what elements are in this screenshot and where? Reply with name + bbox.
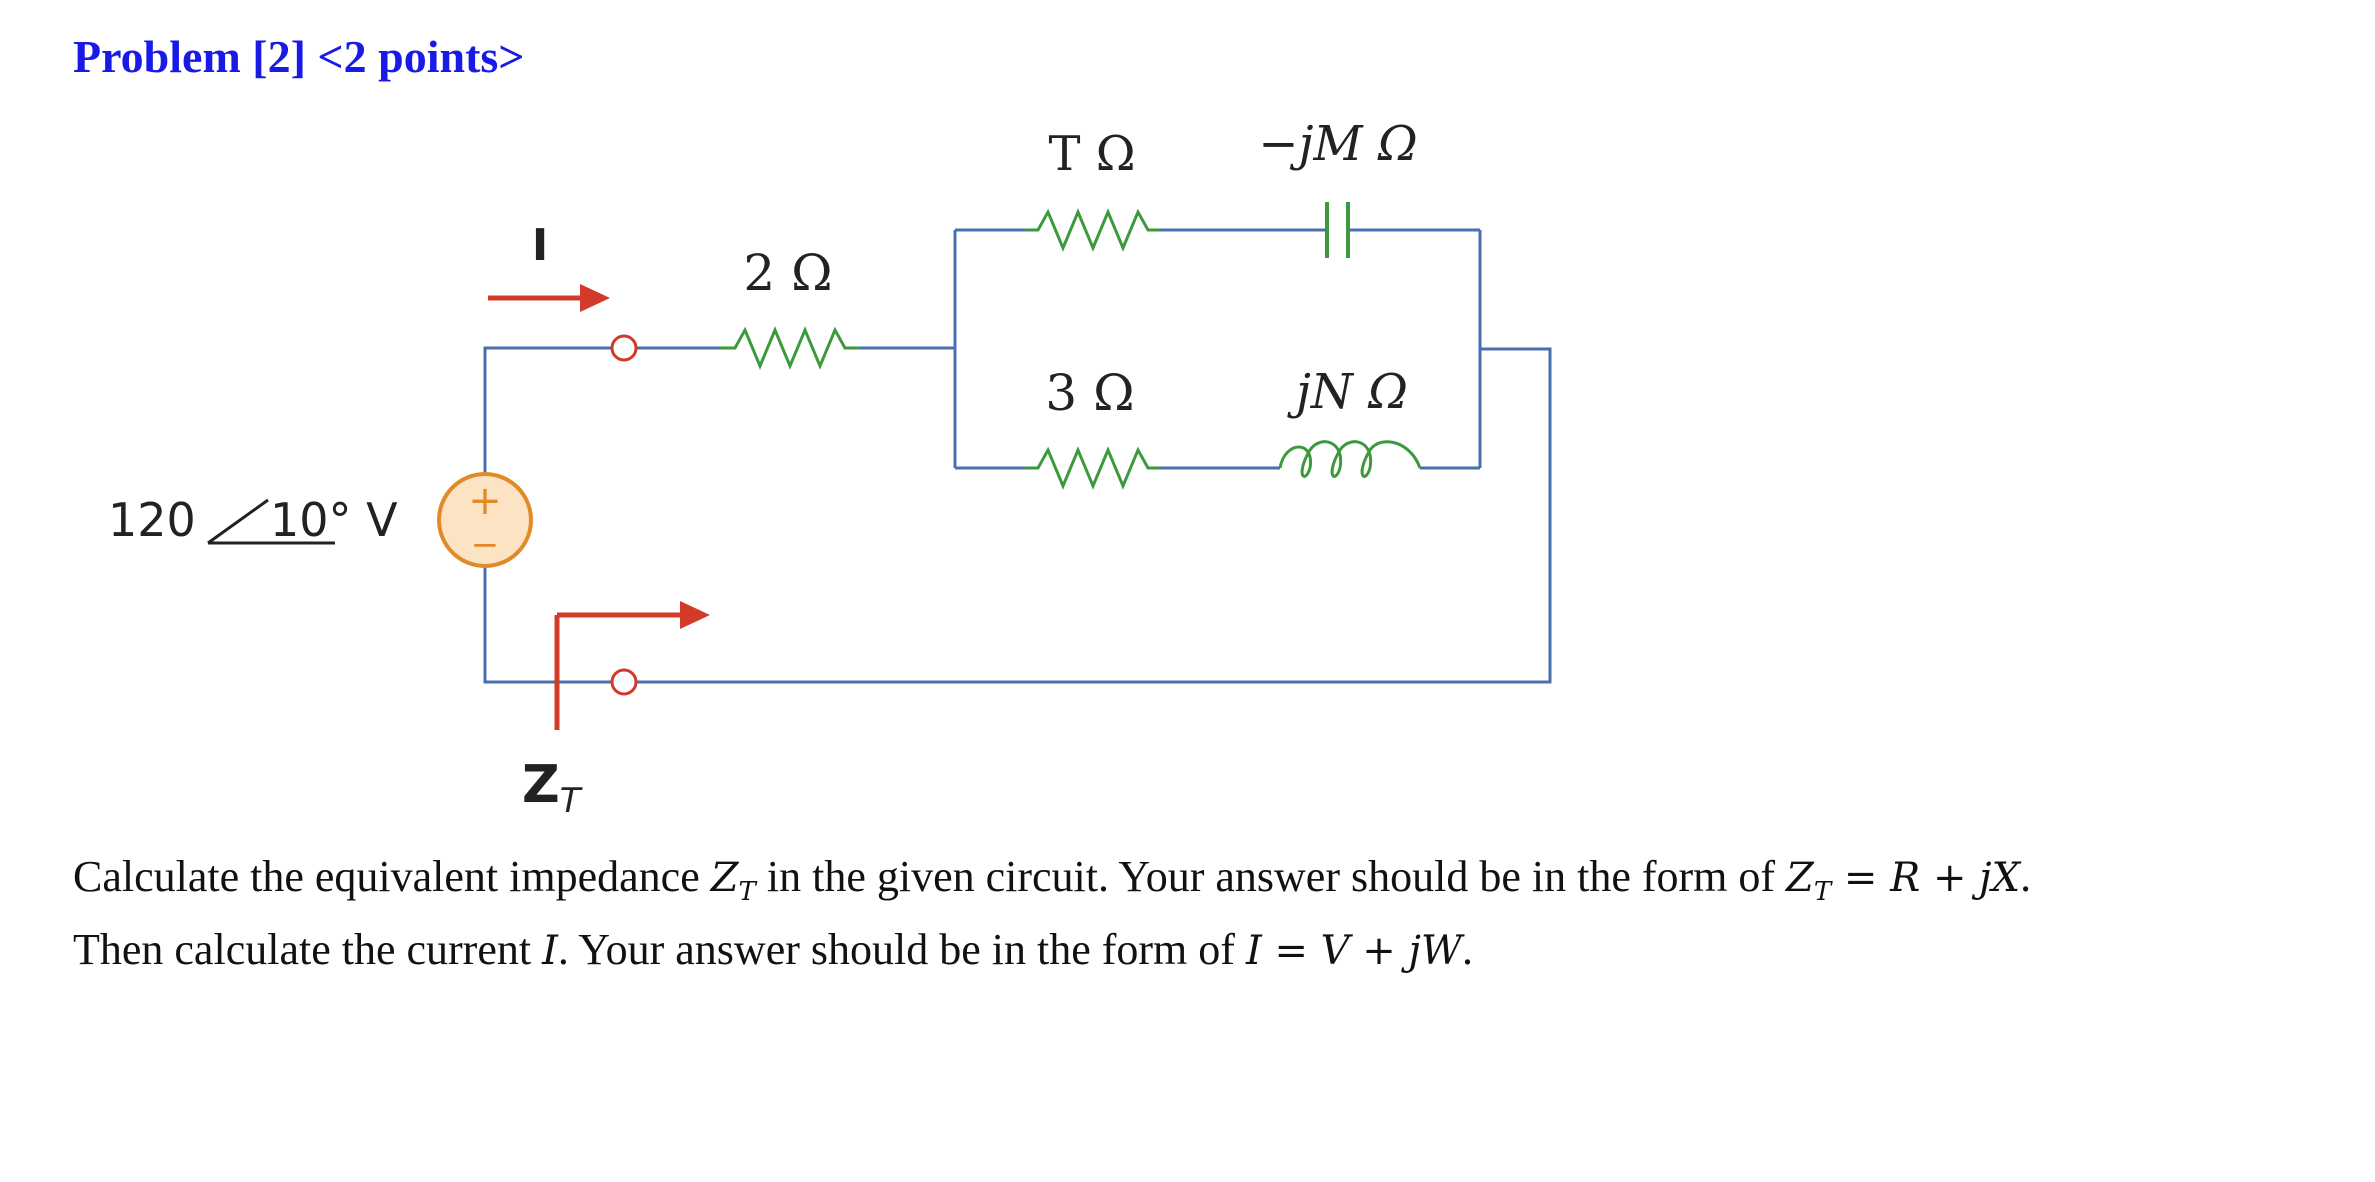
series-resistor-label: 2 Ω xyxy=(743,244,832,302)
capacitor-icon xyxy=(1325,202,1350,258)
bottom-resistor-label: 3 Ω xyxy=(1045,364,1134,422)
problem-text-segment: Then calculate the current xyxy=(73,925,543,974)
math-i: I xyxy=(542,928,558,974)
problem-text-segment: . xyxy=(1462,925,1474,974)
impedance-label: ZT xyxy=(522,755,583,821)
problem-text-segment: Calculate the equivalent impedance xyxy=(73,852,711,901)
problem-title: Problem [2] <2 points> xyxy=(73,31,525,82)
problem-text-segment: . Your answer should be in the form of xyxy=(557,925,1246,974)
angle-symbol-icon xyxy=(207,498,335,545)
current-label: I xyxy=(532,220,548,271)
top-resistor-label: T Ω xyxy=(1048,126,1135,182)
inductor-icon xyxy=(1278,440,1422,478)
terminal-bottom xyxy=(610,668,638,696)
voltage-source-icon xyxy=(437,472,533,568)
bottom-inductor-label: jN Ω xyxy=(1287,364,1408,420)
math-i-form: I = V + jW xyxy=(1245,928,1463,974)
source-magnitude-label: 120 xyxy=(108,493,196,547)
source-angle-label: 10° V xyxy=(270,493,398,547)
wire-source-top xyxy=(483,346,616,472)
current-arrow-icon xyxy=(488,284,610,312)
resistor-top xyxy=(1025,208,1160,252)
impedance-label-main: Z xyxy=(522,755,560,815)
problem-line-2: Then calculate the current I. Your answe… xyxy=(73,921,2363,980)
problem-statement: Calculate the equivalent impedance ZT in… xyxy=(73,848,2363,980)
problem-line-1: Calculate the equivalent impedance ZT in… xyxy=(73,848,2363,921)
circuit-diagram: + − I ZT 120 10° V 2 Ω T Ω −jM Ω 3 Ω jN … xyxy=(70,90,1630,850)
problem-text-segment: . xyxy=(2020,852,2032,901)
source-plus: + xyxy=(468,478,502,524)
impedance-label-sub: T xyxy=(560,781,583,821)
problem-text-segment: in the given circuit. Your answer should… xyxy=(755,852,1787,901)
circuit-svg: + − I ZT 120 10° V 2 Ω T Ω −jM Ω 3 Ω jN … xyxy=(108,116,1552,821)
wire-source-bottom xyxy=(483,568,616,684)
wire-return xyxy=(633,347,1552,684)
impedance-arrow-icon xyxy=(554,601,710,730)
terminal-top xyxy=(610,334,638,362)
source-minus: − xyxy=(471,525,500,565)
math-zt: ZT xyxy=(710,855,756,907)
wires xyxy=(483,228,1552,684)
math-zt-form: ZT = R + jX xyxy=(1786,855,2021,907)
resistor-2-ohm xyxy=(720,326,860,370)
top-capacitor-label: −jM Ω xyxy=(1258,116,1417,172)
resistor-bottom xyxy=(1025,446,1160,490)
